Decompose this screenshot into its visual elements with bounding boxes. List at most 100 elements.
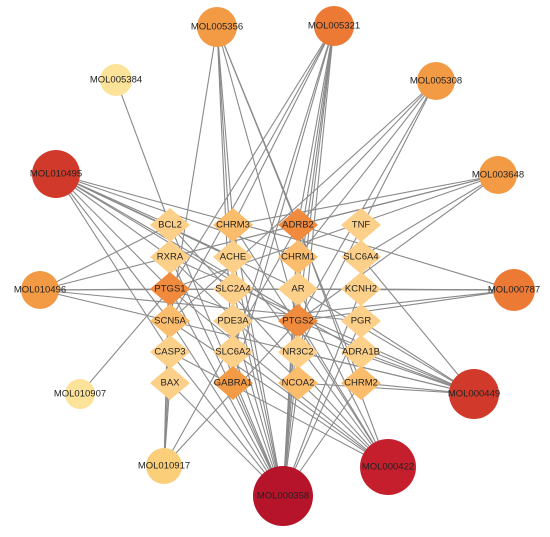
edge-mol000449-scn5a [169, 320, 475, 395]
target-node-ptgs2[interactable]: PTGS2 [278, 304, 318, 338]
target-node-adra1b[interactable]: ADRA1B [341, 335, 381, 369]
target-node-rxra[interactable]: RXRA [150, 240, 190, 274]
edge-mol003648-ptgs1 [169, 174, 499, 290]
edge-mol003648-rxra [169, 174, 499, 258]
edge-mol000422-slc6a2 [232, 351, 389, 468]
target-label: PGR [351, 316, 372, 327]
molecule-node-mol000787[interactable]: MOL000787 [488, 269, 540, 311]
target-diamond [278, 335, 318, 369]
edge-mol000787-pde3a [232, 289, 515, 322]
target-node-gabra1[interactable]: GABRA1 [213, 366, 253, 400]
target-diamond [341, 366, 381, 400]
molecule-node-mol010907[interactable]: MOL010907 [54, 379, 106, 409]
molecule-circle [253, 466, 313, 526]
target-node-pgr[interactable]: PGR [341, 304, 381, 338]
target-node-ar[interactable]: AR [278, 272, 318, 306]
edge-mol000422-ache [232, 256, 389, 468]
molecule-node-mol005384[interactable]: MOL005384 [90, 64, 142, 96]
molecule-circle [146, 448, 182, 484]
target-label: CHRM2 [344, 378, 378, 389]
target-diamond [278, 366, 318, 400]
target-node-scn5a[interactable]: SCN5A [150, 304, 190, 338]
target-label: SCN5A [154, 316, 186, 327]
edge-mol005356-ptgs2 [216, 26, 299, 322]
target-label: PTGS1 [154, 284, 185, 295]
molecule-label: MOL000422 [362, 462, 414, 473]
target-label: GABRA1 [214, 378, 253, 389]
edge-mol000422-rxra [169, 256, 389, 468]
molecule-circle [360, 439, 416, 495]
molecule-circle [21, 271, 59, 309]
target-node-slc6a2[interactable]: SLC6A2 [213, 335, 253, 369]
target-label: PTGS2 [282, 316, 313, 327]
target-diamond [278, 272, 318, 306]
edge-mol010496-bcl2 [39, 224, 171, 291]
molecule-node-mol000422[interactable]: MOL000422 [360, 439, 416, 495]
molecule-label: MOL010917 [138, 461, 190, 472]
target-node-adrb2[interactable]: ADRB2 [278, 208, 318, 242]
molecule-node-mol010496[interactable]: MOL010496 [14, 271, 66, 309]
target-label: ACHE [220, 252, 246, 263]
target-diamond [341, 240, 381, 274]
edge-mol000358-chrm3 [232, 224, 284, 497]
edge-mol010495-scn5a [55, 173, 171, 322]
target-node-pde3a[interactable]: PDE3A [213, 304, 253, 338]
edge-mol000358-casp3 [169, 351, 284, 497]
target-label: KCNH2 [345, 284, 377, 295]
target-diamond [341, 272, 381, 306]
target-node-ncoa2[interactable]: NCOA2 [278, 366, 318, 400]
target-label: PDE3A [217, 316, 249, 327]
molecule-node-mol005356[interactable]: MOL005356 [191, 7, 243, 47]
edge-mol005321-adrb2 [297, 25, 335, 226]
molecule-node-mol005308[interactable]: MOL005308 [410, 62, 462, 100]
target-node-bcl2[interactable]: BCL2 [150, 208, 190, 242]
target-node-nr3c2[interactable]: NR3C2 [278, 335, 318, 369]
target-node-chrm2[interactable]: CHRM2 [341, 366, 381, 400]
target-diamond [341, 335, 381, 369]
molecule-label: MOL003648 [472, 170, 524, 181]
edge-mol005356-scn5a [169, 26, 218, 322]
molecule-node-mol000449[interactable]: MOL000449 [448, 369, 500, 419]
target-node-ptgs1[interactable]: PTGS1 [150, 272, 190, 306]
edge-mol010907-ptgs1 [79, 288, 171, 395]
target-node-chrm1[interactable]: CHRM1 [278, 240, 318, 274]
edge-mol005308-chrm1 [297, 80, 437, 258]
target-node-ache[interactable]: ACHE [213, 240, 253, 274]
target-node-casp3[interactable]: CASP3 [150, 335, 190, 369]
target-diamond [341, 304, 381, 338]
target-label: BCL2 [158, 220, 182, 231]
target-diamond [213, 240, 253, 274]
edge-mol000449-ar [297, 288, 475, 395]
target-label: CHRM1 [281, 252, 315, 263]
target-node-slc6a4[interactable]: SLC6A4 [341, 240, 381, 274]
edge-mol005321-scn5a [169, 25, 335, 322]
target-node-bax[interactable]: BAX [150, 366, 190, 400]
target-label: SLC2A4 [215, 284, 250, 295]
molecule-node-mol000358[interactable]: MOL000358 [253, 466, 313, 526]
target-diamond [150, 335, 190, 369]
molecule-circle [479, 156, 517, 194]
edge-mol005308-scn5a [169, 80, 437, 322]
target-node-tnf[interactable]: TNF [341, 208, 381, 242]
edge-mol010495-casp3 [55, 173, 171, 353]
edge-mol000422-scn5a [169, 320, 389, 468]
molecule-node-mol010917[interactable]: MOL010917 [138, 448, 190, 484]
target-diamond [213, 366, 253, 400]
target-label: SLC6A2 [215, 347, 250, 358]
edge-layer [39, 25, 515, 497]
target-diamond [213, 335, 253, 369]
target-node-kcnh2[interactable]: KCNH2 [341, 272, 381, 306]
molecule-node-mol005321[interactable]: MOL005321 [308, 6, 360, 46]
target-node-chrm3[interactable]: CHRM3 [213, 208, 253, 242]
molecule-label: MOL010907 [54, 389, 106, 400]
molecule-circle [32, 150, 80, 198]
molecule-circle [65, 379, 95, 409]
molecule-node-mol010495[interactable]: MOL010495 [30, 150, 82, 198]
molecule-node-mol003648[interactable]: MOL003648 [472, 156, 524, 194]
target-node-slc2a4[interactable]: SLC2A4 [213, 272, 253, 306]
target-label: TNF [352, 220, 371, 231]
edge-mol003648-slc6a4 [360, 174, 499, 258]
target-diamond [150, 240, 190, 274]
molecule-label: MOL005321 [308, 21, 360, 32]
